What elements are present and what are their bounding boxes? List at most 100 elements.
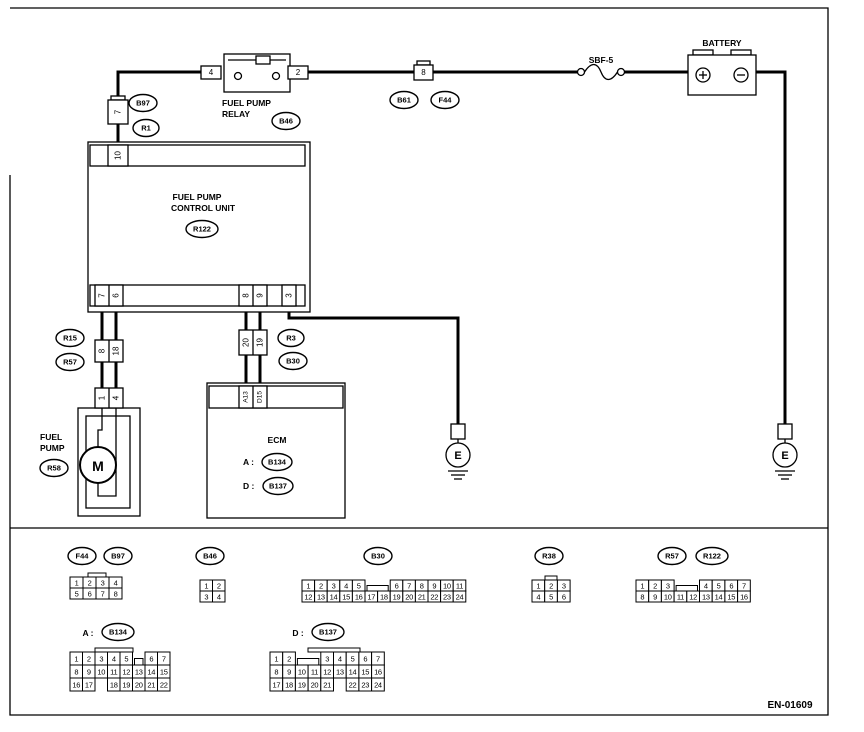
inline-connector-top: 8 B61 F44 [389, 60, 460, 110]
connector-body [413, 64, 434, 81]
ground-symbol [772, 442, 798, 468]
connector-code: B46 [203, 552, 217, 561]
pin-number: 2 [549, 582, 553, 591]
fuse-terminal-right [616, 67, 626, 77]
pin-number: 3 [325, 655, 329, 664]
motor-lead-positive [97, 408, 103, 447]
control-unit-code: R122 [193, 225, 211, 234]
pin-number: 1 [75, 579, 79, 588]
pin-number: 21 [418, 593, 426, 602]
pin-number: 19 [122, 681, 130, 690]
pin-number: 5 [717, 582, 721, 591]
ground-battery: E [772, 423, 798, 480]
code-oval-r15 [55, 328, 85, 348]
pin-number: 4 [114, 579, 118, 588]
pin-number: 14 [147, 668, 155, 677]
pin-number: 1 [306, 582, 310, 591]
pin-number: 4 [536, 593, 540, 602]
connector-pin: 20 [242, 338, 251, 347]
pin-number: 4 [217, 593, 221, 602]
relay-pin-left: 4 [209, 68, 214, 77]
pin-number: 21 [147, 681, 155, 690]
connector-lock-tab [307, 647, 361, 653]
connector-code: B97 [111, 552, 125, 561]
relay-contact-right [271, 71, 281, 81]
pin-number: 3 [101, 579, 105, 588]
pin-number: 14 [330, 593, 338, 602]
pin-number: 5 [124, 655, 128, 664]
connector-code-oval [195, 546, 225, 566]
connector-code-a: R3 [286, 334, 296, 343]
diagram-id: EN-01609 [767, 700, 812, 711]
motor-symbol [79, 446, 117, 484]
pin-number: 10 [443, 582, 451, 591]
motor-label: M [92, 458, 104, 474]
pin-number: 6 [562, 593, 566, 602]
pin-number: 12 [304, 593, 312, 602]
bottom-pin-box-right [281, 284, 297, 307]
connector-key-slot [366, 585, 389, 592]
pin-number: 2 [319, 582, 323, 591]
control-unit-label-line2: CONTROL UNIT [171, 203, 236, 213]
connector-pin: 18 [112, 346, 121, 355]
connector-pin: 8 [421, 68, 426, 77]
fuel-pump-code: R58 [47, 464, 61, 473]
connector-cavity [737, 590, 751, 603]
pin-number: 10 [97, 668, 105, 677]
pin-number: 8 [274, 668, 278, 677]
connector-code: B134 [109, 628, 128, 637]
connector-code-oval [657, 546, 687, 566]
connector-cavity [212, 590, 226, 603]
ecm-pin: A13 [243, 391, 250, 403]
fuel-pump-label-line2: PUMP [40, 443, 65, 453]
connector-code-b: F44 [439, 96, 453, 105]
ground-control-unit: E [445, 423, 471, 480]
pin-number: 3 [204, 593, 208, 602]
pin-number: 12 [689, 593, 697, 602]
pin-number: 9 [653, 593, 657, 602]
ground-symbol [445, 442, 471, 468]
pin-number: 6 [149, 655, 153, 664]
pin-number: 16 [72, 681, 80, 690]
pin-number: 18 [110, 681, 118, 690]
pin-number: 13 [702, 593, 710, 602]
pin-number: 2 [88, 579, 92, 588]
pin-number: 4 [704, 582, 708, 591]
pin-number: 14 [349, 668, 357, 677]
battery: BATTERY [687, 38, 757, 96]
code-oval-r3 [277, 328, 305, 348]
control-unit-label-line1: FUEL PUMP [173, 192, 222, 202]
battery-post-left [692, 49, 714, 56]
bottom-pin: 8 [242, 293, 251, 298]
ground-label: E [781, 450, 788, 462]
pin-number: 7 [162, 655, 166, 664]
ecm-d-prefix: D : [243, 481, 255, 491]
top-pin: 10 [114, 151, 123, 160]
relay-contact-left [233, 71, 243, 81]
ecm-d-code-oval [262, 476, 294, 496]
pin-number: 24 [456, 593, 464, 602]
pin-number: 1 [274, 655, 278, 664]
ecm-a-code: B134 [268, 458, 287, 467]
pin-number: 1 [204, 582, 208, 591]
connector-body [107, 99, 129, 125]
pin-number: 8 [74, 668, 78, 677]
pin-number: 20 [135, 681, 143, 690]
pin-number: 1 [536, 582, 540, 591]
pin-number: 16 [374, 668, 382, 677]
pin-number: 15 [342, 593, 350, 602]
relay-coil [255, 55, 271, 65]
pin-number: 7 [376, 655, 380, 664]
connector-cavity [157, 677, 171, 692]
pin-number: 11 [677, 593, 684, 602]
inline-connector-left: 7 B97 R1 [107, 93, 160, 138]
code-oval-b61 [389, 90, 419, 110]
ecm-a-code-oval [261, 452, 293, 472]
pin-number: 2 [217, 582, 221, 591]
connector-lock-tab [544, 575, 558, 581]
ecm-label: ECM [268, 435, 287, 445]
